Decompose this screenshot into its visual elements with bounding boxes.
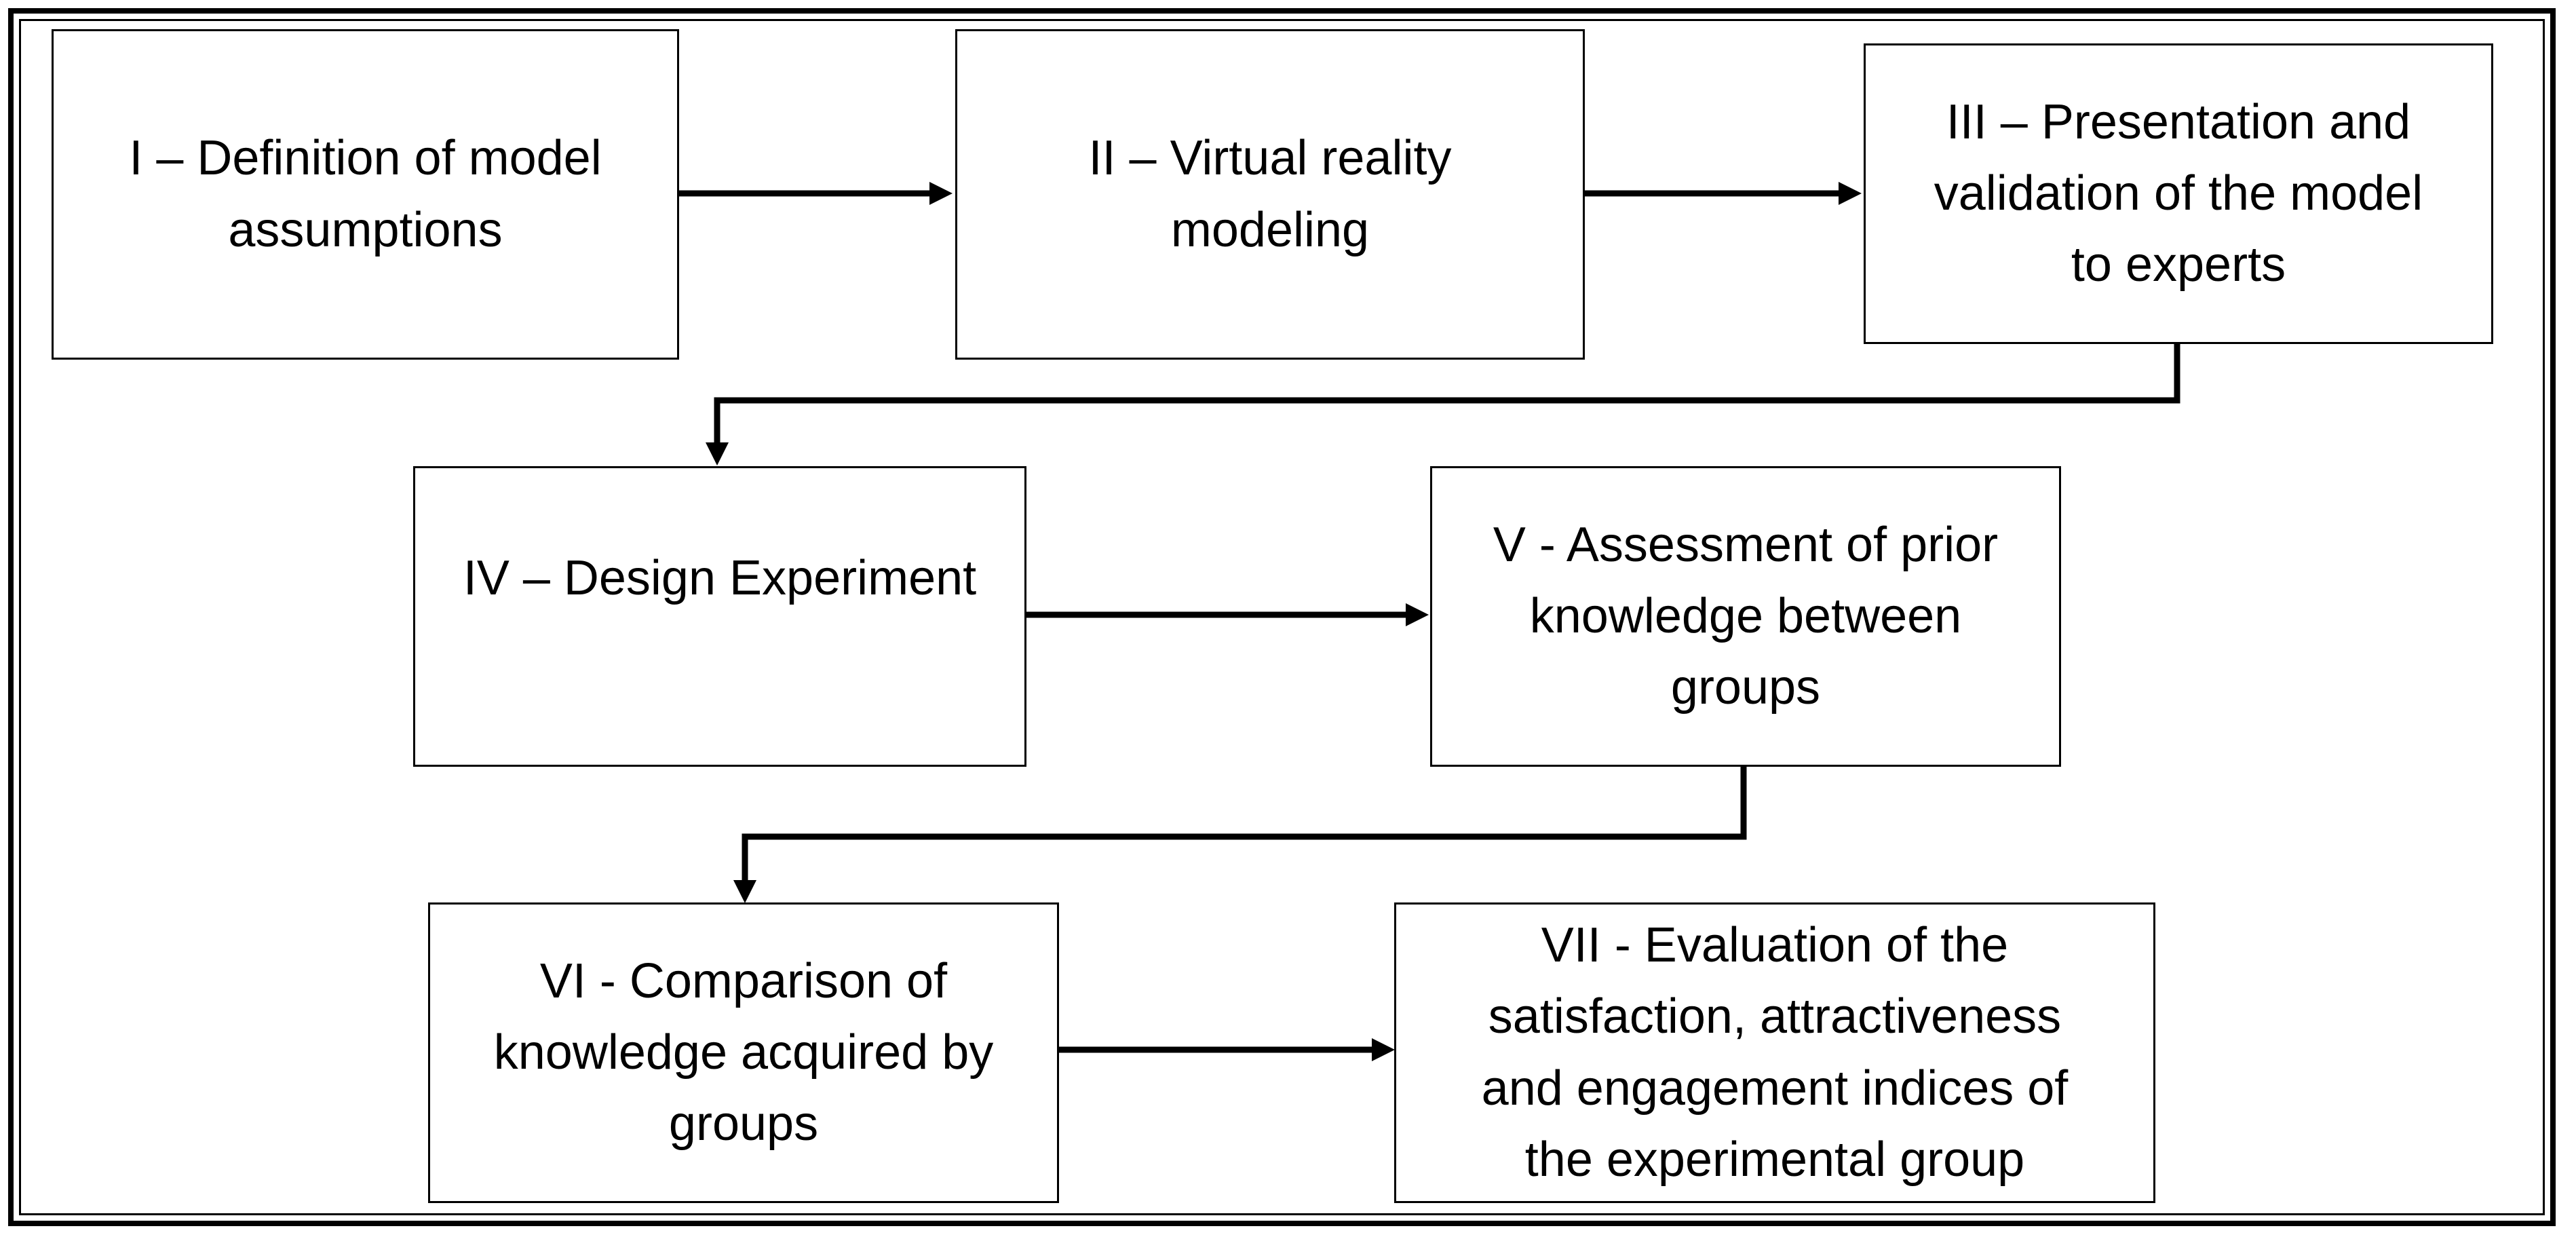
step-box-iii: III – Presentation and validation of the…: [1864, 43, 2493, 344]
diagram-inner-border: [19, 19, 2545, 1215]
step-label-ii: II – Virtual reality modeling: [1088, 131, 1452, 257]
step-label-vii: VII - Evaluation of the satisfaction, at…: [1481, 918, 2069, 1187]
step-label-v: V - Assessment of prior knowledge betwee…: [1493, 517, 1999, 715]
step-box-iv: IV – Design Experiment: [413, 466, 1026, 767]
step-box-vi: VI - Comparison of knowledge acquired by…: [428, 902, 1059, 1203]
step-box-i: I – Definition of model assumptions: [52, 29, 679, 360]
arrow-iv-to-v: [1026, 603, 1429, 626]
step-box-vii: VII - Evaluation of the satisfaction, at…: [1394, 902, 2155, 1203]
arrow-iii-to-iv: [706, 344, 2180, 465]
step-box-ii: II – Virtual reality modeling: [955, 29, 1585, 360]
arrow-i-to-ii: [679, 182, 953, 205]
diagram-outer-border: [8, 8, 2556, 1226]
arrow-ii-to-iii: [1585, 182, 1862, 205]
step-box-v: V - Assessment of prior knowledge betwee…: [1430, 466, 2061, 767]
step-label-i: I – Definition of model assumptions: [129, 131, 602, 257]
step-label-vi: VI - Comparison of knowledge acquired by…: [493, 953, 994, 1152]
step-label-iii: III – Presentation and validation of the…: [1934, 94, 2423, 292]
step-label-iv: IV – Design Experiment: [463, 551, 977, 605]
arrow-v-to-vi: [733, 766, 1747, 903]
arrow-vi-to-vii: [1058, 1038, 1395, 1061]
